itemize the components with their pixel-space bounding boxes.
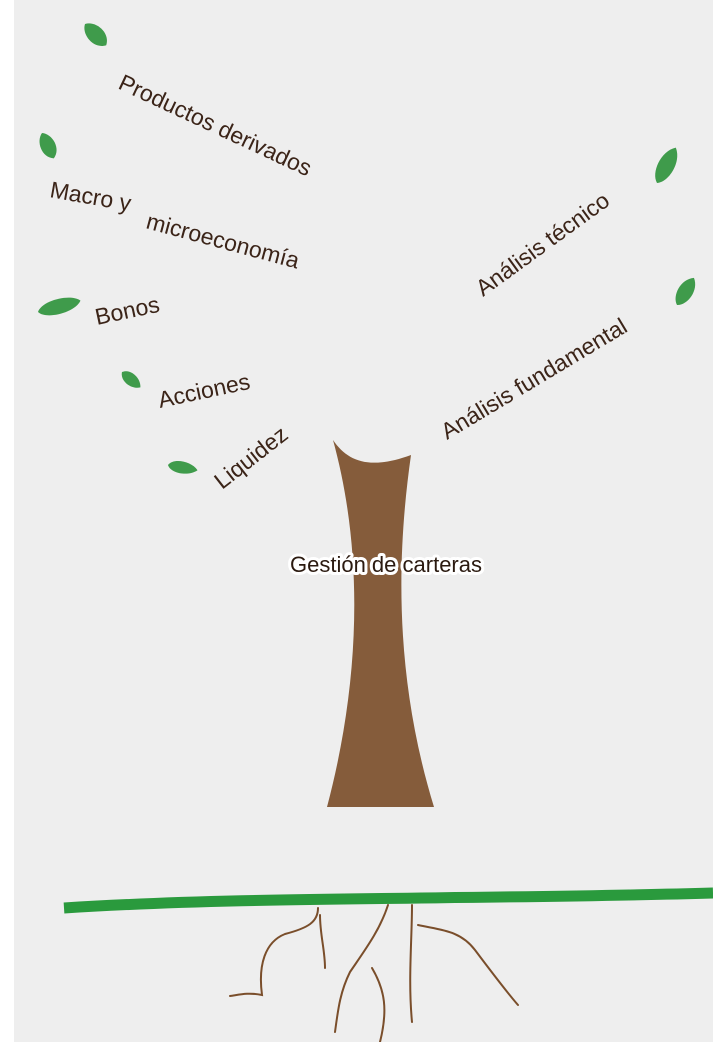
trunk-label: Gestión de carteras	[290, 552, 482, 577]
